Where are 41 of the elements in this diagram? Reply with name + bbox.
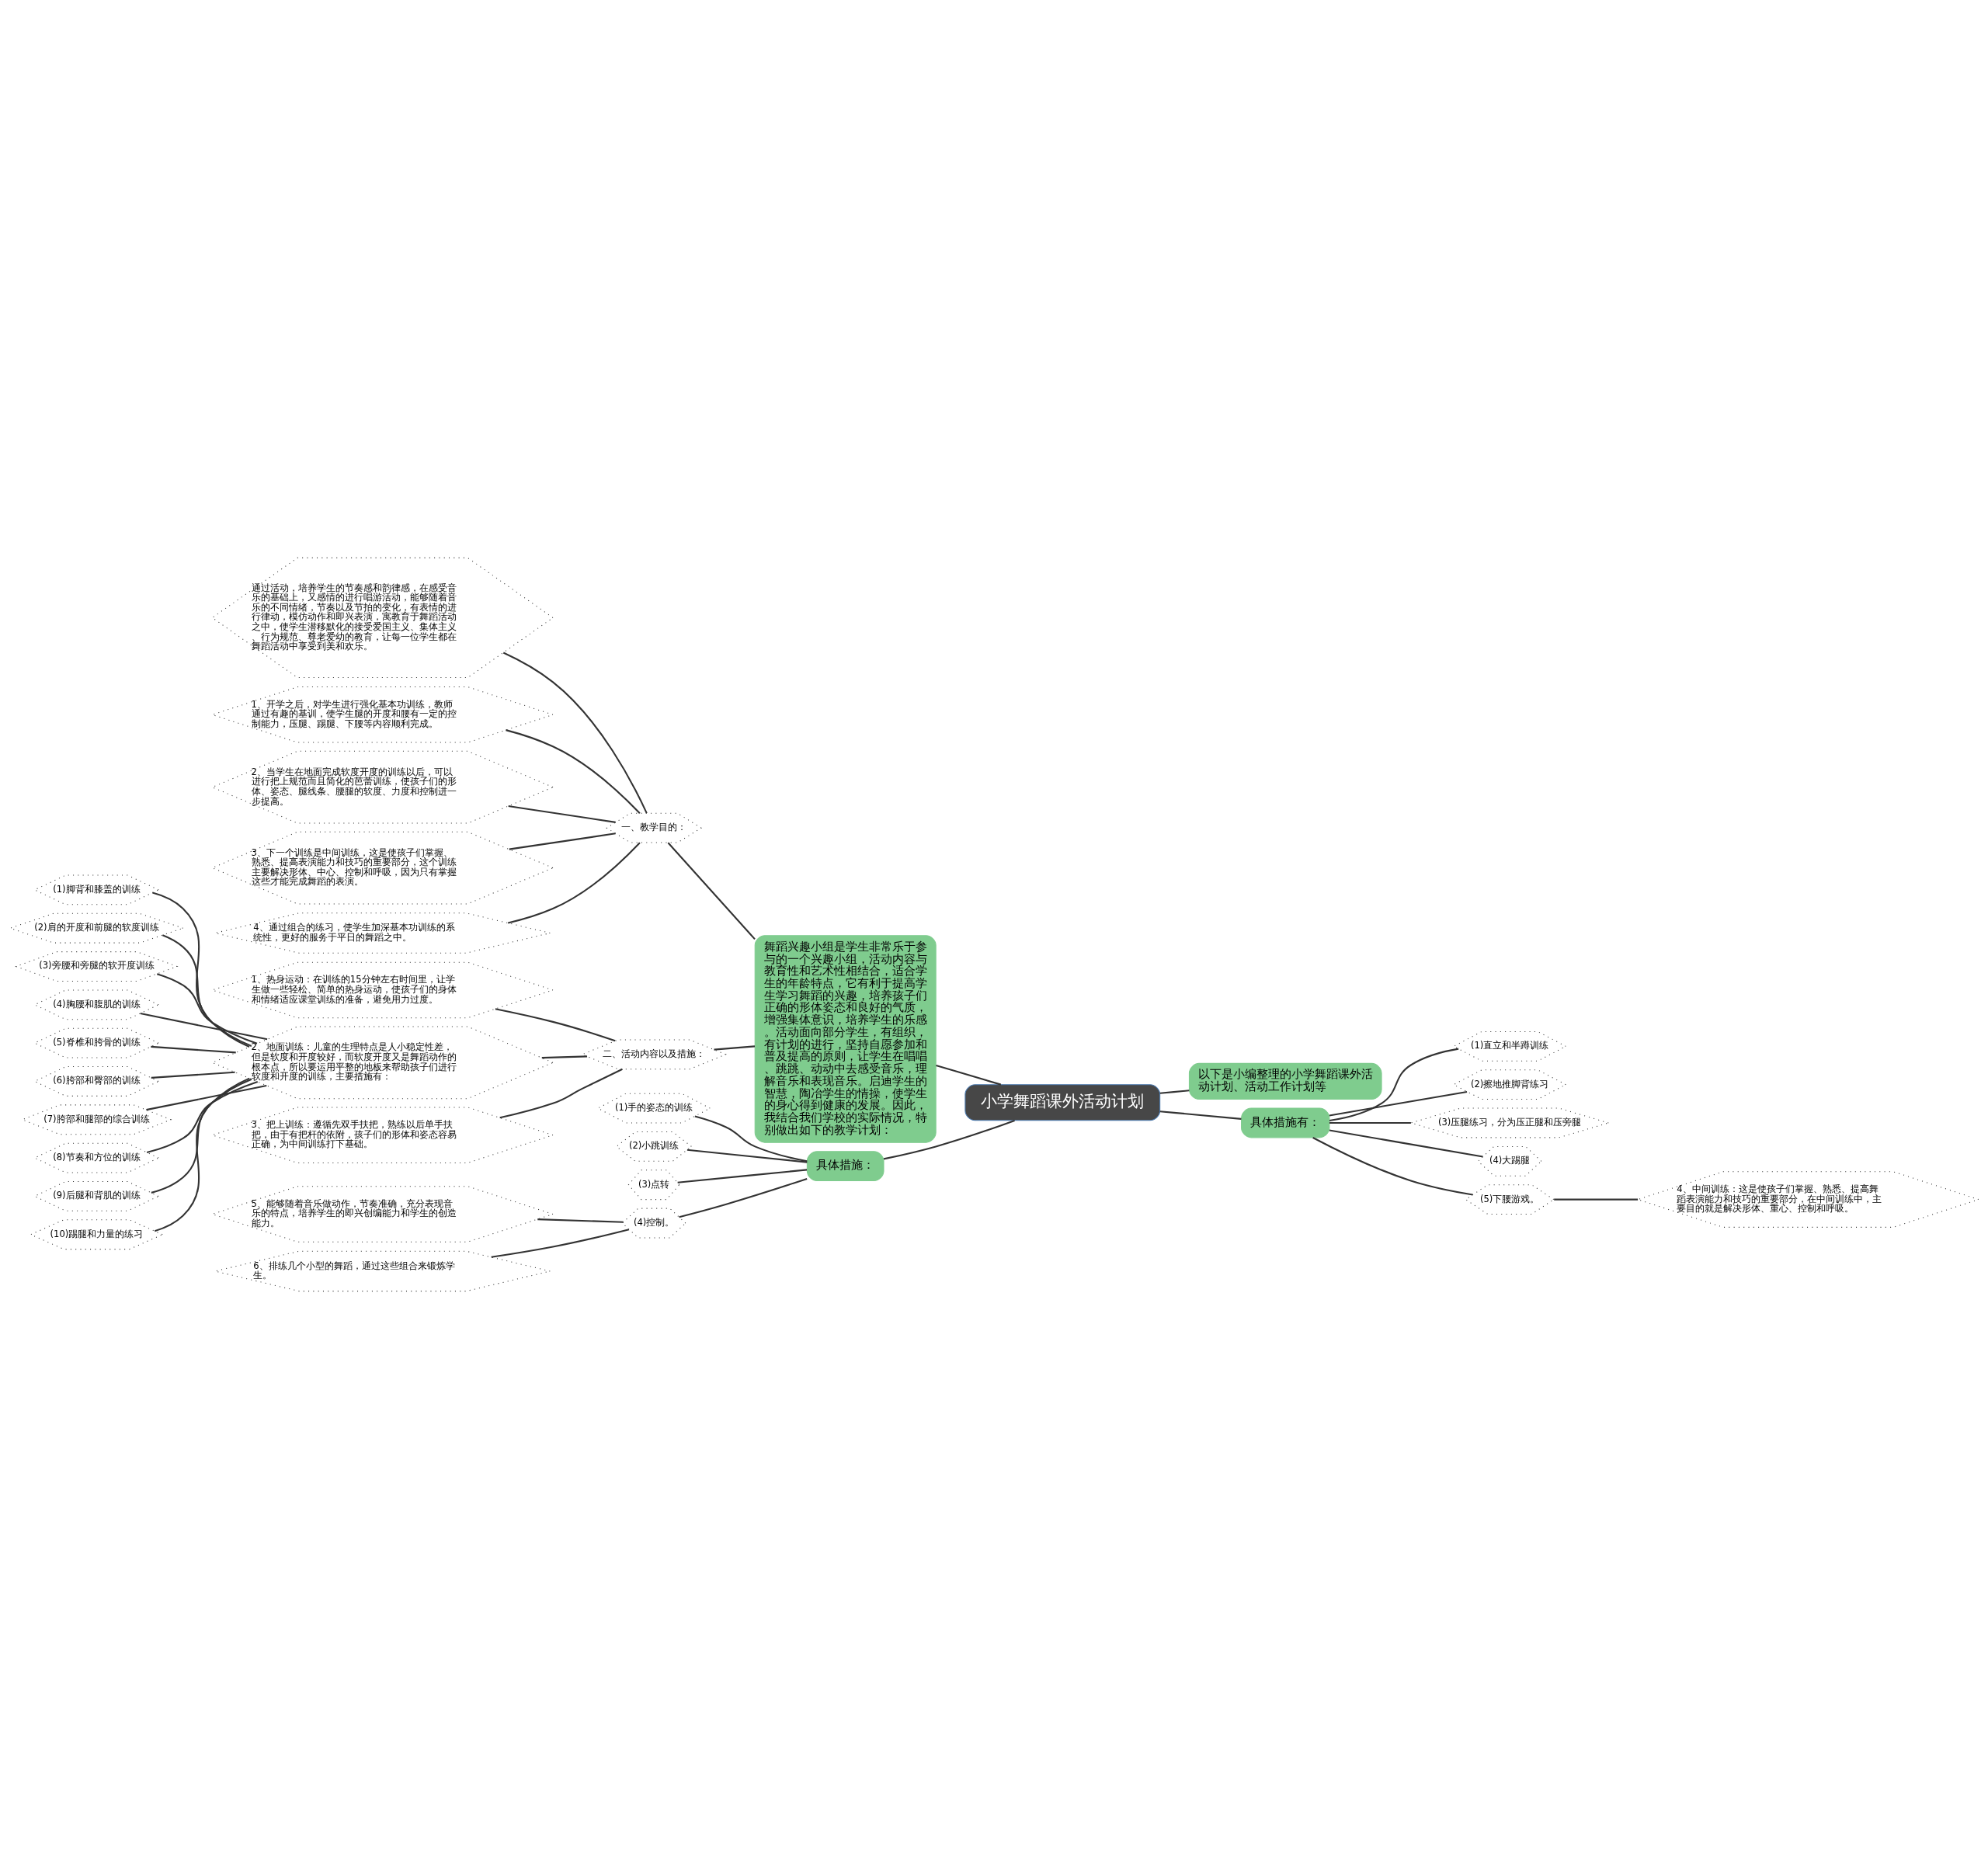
connector: [1329, 1129, 1483, 1158]
node-box: 小学舞蹈课外活动计划: [964, 1084, 1160, 1121]
connector: [505, 729, 641, 814]
connector: [667, 842, 756, 940]
connector: [150, 1045, 236, 1054]
connector: [541, 1055, 587, 1059]
connector: [508, 805, 616, 823]
connector: [507, 842, 641, 924]
connector: [678, 1177, 807, 1218]
connector: [694, 1115, 807, 1163]
connector: [537, 1218, 624, 1223]
connector: [1312, 1137, 1473, 1196]
connector: [502, 652, 648, 814]
connector: [713, 1045, 755, 1051]
connector: [499, 1068, 623, 1119]
connector: [154, 1077, 249, 1232]
connector: [1329, 1048, 1458, 1121]
connector: [151, 1078, 252, 1194]
connector: [1159, 1110, 1241, 1120]
connector: [883, 1119, 1015, 1160]
connector: [151, 891, 249, 1048]
node-box: 具体措施：: [806, 1151, 884, 1181]
connector: [139, 1013, 267, 1041]
connector: [162, 934, 252, 1047]
connector: [495, 1008, 615, 1042]
connector: [1329, 1121, 1411, 1124]
connector: [677, 1169, 807, 1183]
connector: [935, 1065, 1001, 1086]
node-box: 舞蹈兴趣小组是学生非常乐于参与的一个兴趣小组，活动内容与教育性和艺术性相结合，适合学生的年龄特点，它有利于提高学生学习舞蹈的兴趣，培养孩子们正确的形体姿态和良好的气质，增强集体意识，培养学生的乐感。活动面向部分学生，有组织，有计划的进行，坚持自愿参加和普及提高的原则，让学生在唱唱、跳跳、动动中去感受音乐，理解音乐和表现音乐。启迪学生的智慧，陶冶学生的情操，使学生的身心得到健康的发展。因此，我结合我们学校的实际情况，特别做出如下的教学计划：: [754, 935, 937, 1143]
connector: [1329, 1090, 1467, 1117]
node-box: 以下是小编整理的小学舞蹈课外活动计划、活动工作计划等: [1188, 1062, 1382, 1100]
connector: [151, 1071, 235, 1079]
connector: [146, 1081, 258, 1153]
node-box: 具体措施有：: [1240, 1107, 1329, 1138]
connector: [686, 1149, 807, 1163]
connector: [1553, 1198, 1638, 1201]
connector: [145, 1085, 266, 1111]
connector: [1159, 1090, 1189, 1094]
connector: [509, 832, 616, 850]
connector: [490, 1229, 629, 1258]
connector: [156, 973, 257, 1044]
